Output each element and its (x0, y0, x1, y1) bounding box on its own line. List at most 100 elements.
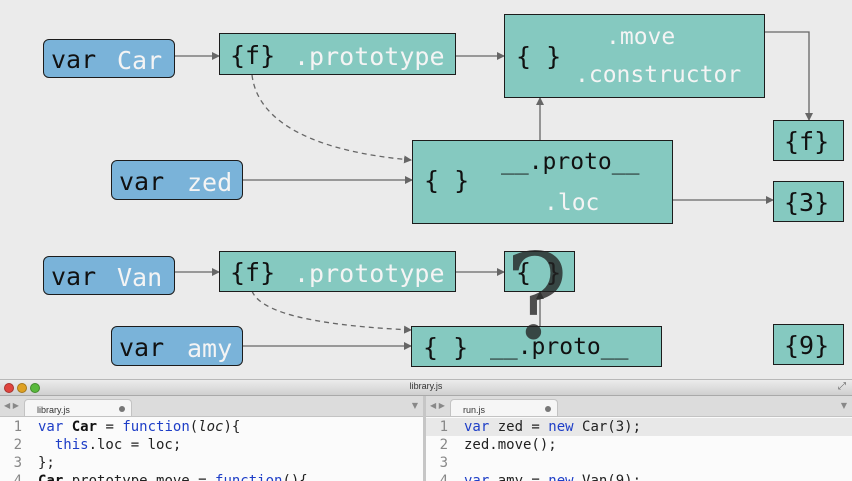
code-token: loc (198, 419, 224, 435)
var-keyword: var (119, 167, 165, 196)
object-braces: { } (516, 258, 562, 287)
var-keyword: var (51, 262, 97, 291)
code-token: new (548, 473, 583, 481)
code-token: Car(3); (582, 419, 642, 435)
var-car-box: var Car (43, 39, 175, 78)
loc-property: .loc (544, 190, 600, 216)
code-text: this.loc = loc; (38, 436, 181, 454)
code-token: ){ (223, 419, 241, 435)
code-token: function (122, 419, 190, 435)
window-title: library.js (409, 381, 443, 391)
tab-nav-arrows-icon[interactable]: ◀ ▶ (4, 401, 19, 410)
line-number: 2 (13, 437, 22, 453)
close-window-button[interactable] (4, 383, 14, 393)
loc-value: {3} (784, 188, 830, 217)
code-text: zed.move(); (464, 436, 557, 454)
line-number: 3 (13, 455, 22, 471)
prototype-property: .prototype (294, 259, 445, 288)
code-token: Van(9); (582, 473, 642, 481)
var-keyword: var (51, 45, 97, 74)
constructor-property: .constructor (575, 62, 742, 88)
var-name: Car (117, 46, 163, 75)
object-braces: { } (516, 42, 562, 71)
line-number: 1 (439, 419, 448, 435)
proto-property: __.proto__ (501, 149, 640, 175)
line-number: 4 (13, 473, 22, 481)
fullscreen-icon[interactable]: ⤢ (838, 381, 846, 392)
code-text: }; (38, 454, 55, 472)
function-value-box: {f} (773, 120, 844, 161)
zoom-window-button[interactable] (30, 383, 40, 393)
dashed-arrow-car-new (251, 74, 412, 164)
code-token (38, 437, 55, 453)
code-token: zed.move(); (464, 437, 557, 453)
right-tab-bar: ◀ ▶ run.js ▼ (426, 396, 852, 417)
pane-divider[interactable] (423, 396, 426, 481)
code-line[interactable]: 3 (426, 454, 852, 472)
code-text: var zed = new Car(3); (464, 418, 641, 436)
code-token: amy = (497, 473, 549, 481)
code-token: .prototype.move = (63, 473, 216, 481)
car-prototype-object: { } .move .constructor (504, 14, 765, 98)
code-token: }; (38, 455, 55, 471)
code-token: new (548, 419, 583, 435)
window-titlebar: library.js ⤢ (0, 380, 852, 396)
var-keyword: var (119, 333, 165, 362)
code-line[interactable]: 2 this.loc = loc; (0, 436, 423, 454)
tab-label: library.js (37, 405, 70, 415)
line-number: 3 (439, 455, 448, 471)
code-token: .loc = loc; (88, 437, 182, 453)
code-text: var Car = function(loc){ (38, 418, 240, 436)
tab-dropdown-icon[interactable]: ▼ (840, 401, 847, 410)
var-name: amy (187, 334, 233, 363)
code-line[interactable]: 3}; (0, 454, 423, 472)
prototype-property: .prototype (294, 42, 445, 71)
function-symbol: {f} (230, 41, 276, 70)
var-zed-box: var zed (111, 160, 243, 200)
move-property: .move (606, 24, 676, 50)
right-editor-pane[interactable]: ◀ ▶ run.js ▼ 1 var zed = new Car(3); 2 zed.… (426, 396, 852, 481)
minimize-window-button[interactable] (17, 383, 27, 393)
code-line[interactable]: 2 zed.move(); (426, 436, 852, 454)
question-mark: ? (505, 228, 569, 366)
car-function-box: {f} .prototype (219, 33, 456, 75)
code-token: zed = (497, 419, 549, 435)
tab-dropdown-icon[interactable]: ▼ (411, 401, 418, 410)
var-van-box: var Van (43, 256, 175, 295)
code-line[interactable]: 1 var Car = function(loc){ (0, 418, 423, 436)
left-tab-bar: ◀ ▶ library.js ▼ (0, 396, 423, 417)
amy-object: { } __.proto__ (411, 326, 662, 367)
arrow-constructor-to-f (765, 31, 813, 121)
van-prototype-object: { } (504, 251, 575, 292)
line-number: 1 (13, 419, 22, 435)
tab-run-js[interactable]: run.js (450, 399, 558, 416)
dashed-arrow-van-new (251, 290, 412, 334)
line-number: 2 (439, 437, 448, 453)
code-token: ( (189, 419, 199, 435)
unsaved-dot-icon[interactable] (545, 406, 551, 412)
var-name: zed (187, 168, 233, 197)
code-token: var (464, 419, 498, 435)
amy-loc-value: {9} (784, 331, 830, 360)
zed-object: { } __.proto__ .loc (412, 140, 673, 224)
code-token: Car (38, 473, 64, 481)
code-token: = (97, 419, 123, 435)
code-token: function (215, 473, 283, 481)
tab-library-js[interactable]: library.js (24, 399, 132, 416)
var-name: Van (117, 263, 163, 292)
object-braces: { } (423, 333, 469, 362)
unsaved-dot-icon[interactable] (119, 406, 125, 412)
proto-property: __.proto__ (490, 334, 629, 360)
tab-nav-arrows-icon[interactable]: ◀ ▶ (430, 401, 445, 410)
code-token: this (54, 437, 89, 453)
code-line[interactable]: 1 var zed = new Car(3); (426, 418, 852, 436)
var-amy-box: var amy (111, 326, 243, 366)
prototype-diagram: var Car var zed var Van var amy {f} .pro… (43, 14, 844, 367)
code-token: var (38, 419, 72, 435)
code-token: var (464, 473, 498, 481)
